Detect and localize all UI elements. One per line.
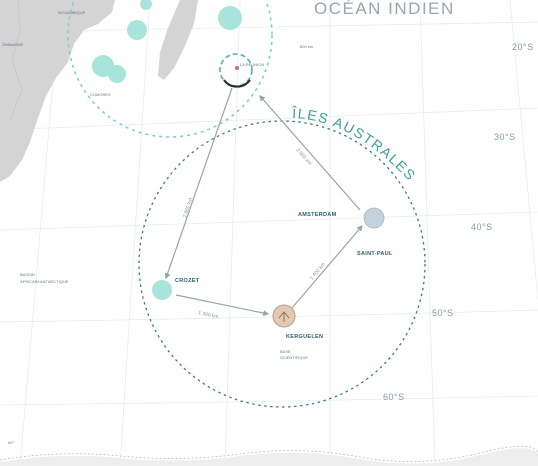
kerguelen-note-2: SCIENTIFIQUE: [280, 355, 308, 360]
kerguelen-symbol: [272, 304, 296, 328]
mozambique-label: MOZAMBIQUE: [58, 10, 86, 15]
crozet-label: CROZET: [175, 278, 200, 284]
kerguelen-label: KERGUELEN: [286, 334, 323, 340]
route-reunion-amsterdam: [259, 95, 361, 211]
latitude-40s: 40°S: [471, 222, 493, 232]
amsterdam-symbol: [363, 207, 385, 229]
ocean-label: OCÉAN INDIEN: [314, 0, 455, 18]
northern-region-circle: [67, 0, 273, 138]
amsterdam-label: AMSTERDAM: [298, 212, 337, 218]
comoros-label: COMORES: [90, 92, 111, 97]
africa-landmass: [0, 0, 115, 182]
scattered-island-b: [108, 65, 126, 83]
kerguelen-note-1: BASE: [280, 349, 291, 354]
latitude-50s: 50°S: [432, 308, 454, 318]
mayotte-island: [140, 0, 152, 10]
africa-country-label: ZIMBABWE: [2, 42, 24, 47]
madagascar-landmass: [158, 0, 198, 80]
saint-paul-label: SAINT-PAUL: [357, 251, 393, 257]
route-crozet-kerguelen: [175, 294, 270, 316]
reunion-target: [219, 53, 253, 88]
crozet-symbol: [152, 280, 172, 300]
reunion-area-circle: [218, 6, 242, 30]
distance-crozet-kerguelen: 1 400 km: [198, 310, 219, 320]
bottom-left-mark: 60°: [8, 440, 14, 445]
left-sea-label-1: BASSIN: [20, 272, 35, 277]
latitude-20s: 20°S: [512, 42, 534, 52]
africa-coast-detail: [9, 0, 23, 121]
reunion-distance-label: 800 km: [300, 44, 314, 49]
left-sea-label-2: AFRICAIN-ANTARCTIQUE: [20, 279, 69, 284]
reunion-label: LA RÉUNION: [240, 62, 264, 67]
route-lines: [164, 87, 363, 316]
comoros-island: [127, 20, 147, 40]
route-kerguelen-amsterdam: [291, 225, 363, 309]
antarctic-coast: [0, 448, 538, 466]
latitude-30s: 30°S: [494, 132, 516, 142]
latitude-60s: 60°S: [383, 392, 405, 402]
route-reunion-crozet: [164, 87, 233, 280]
